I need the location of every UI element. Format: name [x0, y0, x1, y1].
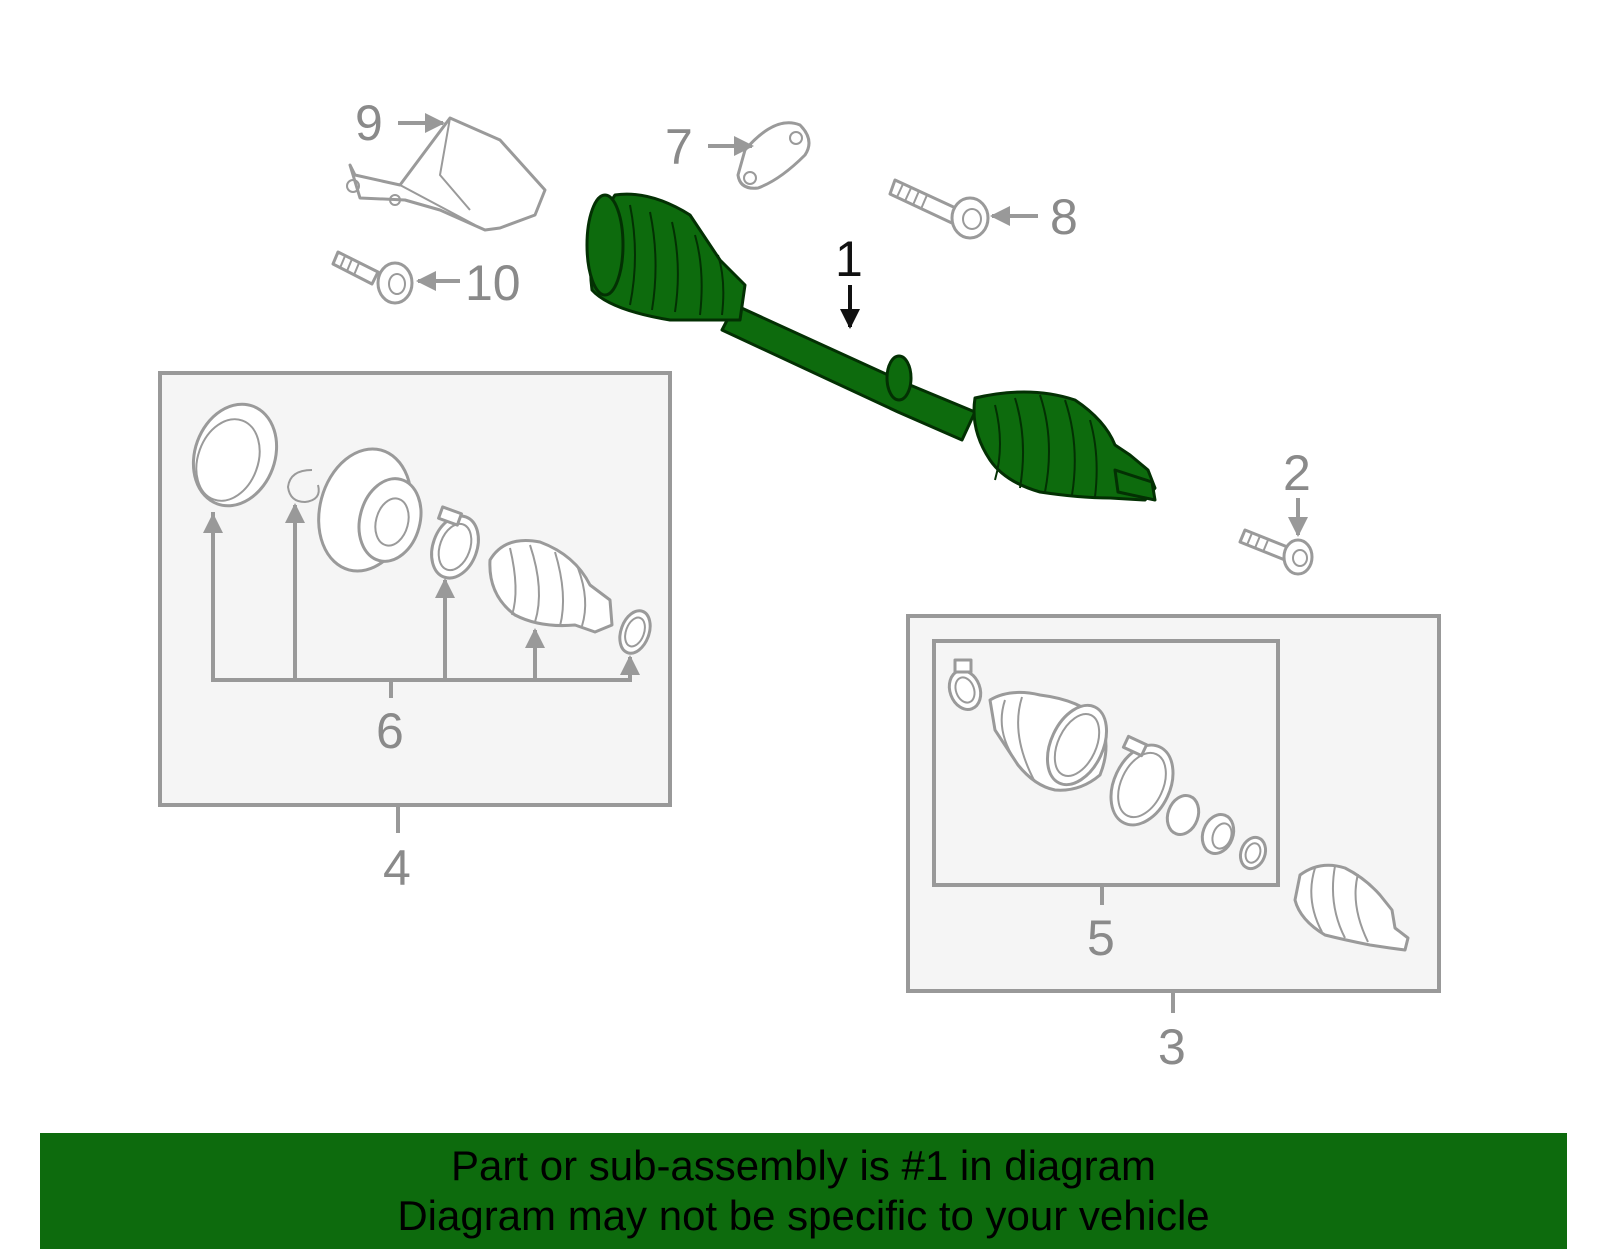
callout-5: 5: [1087, 910, 1115, 966]
bolt-8-part: [888, 178, 990, 240]
box-3-parts: [947, 658, 1410, 952]
bolt-10-part: [331, 250, 414, 305]
callout-9: 9: [355, 95, 383, 151]
box-4-parts: [191, 402, 652, 655]
callout-6: 6: [376, 703, 404, 759]
callout-2: 2: [1283, 445, 1311, 501]
axle-shaft-assembly-highlight: [585, 192, 1157, 502]
box-5-boot-kit: [932, 639, 1280, 887]
callout-3: 3: [1158, 1019, 1186, 1075]
box-4-leader-tree: [203, 503, 640, 698]
banner-line-disclaimer: Diagram may not be specific to your vehi…: [397, 1192, 1210, 1239]
bolt-2-part: [1238, 528, 1314, 576]
banner-line-part-number: Part or sub-assembly is #1 in diagram: [451, 1142, 1156, 1189]
plate-7-part: [736, 121, 811, 190]
callout-10: 10: [465, 255, 521, 311]
info-banner: Part or sub-assembly is #1 in diagram Di…: [40, 1133, 1567, 1249]
callout-1: 1: [835, 231, 863, 287]
heat-shield-bracket-part: [346, 116, 547, 232]
callout-4: 4: [383, 840, 411, 896]
callout-8: 8: [1050, 189, 1078, 245]
callout-7: 7: [665, 119, 693, 175]
